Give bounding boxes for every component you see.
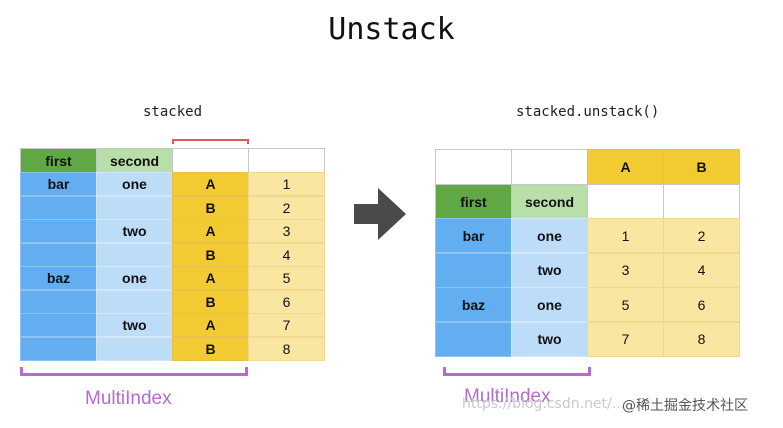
key-column-bracket: [172, 139, 249, 144]
row-first-cell: [20, 242, 97, 267]
corner-blank-2: [511, 149, 588, 185]
row-first-cell: [20, 313, 97, 337]
header-key-blank: [172, 148, 249, 173]
row-key-cell: A: [172, 219, 249, 243]
row-second-cell: one: [511, 218, 588, 253]
index-header-first: first: [435, 184, 512, 219]
header-first: first: [20, 148, 97, 173]
page-title: Unstack: [328, 12, 455, 47]
row-second-cell: [96, 336, 173, 361]
row-first-cell: [435, 252, 512, 288]
row-first-cell: baz: [20, 266, 97, 290]
watermark-url: https://blog.csdn.net/...: [462, 396, 626, 412]
row-first-cell: [20, 289, 97, 314]
multiindex-label-left: MultiIndex: [85, 388, 172, 409]
row-key-cell: A: [172, 313, 249, 337]
row-first-cell: bar: [435, 218, 512, 253]
row-second-cell: one: [96, 266, 173, 290]
column-header-a: A: [587, 149, 664, 185]
row-value-cell: 4: [248, 242, 325, 267]
row-first-cell: [20, 336, 97, 361]
header-second: second: [96, 148, 173, 173]
row-b-value-cell: 8: [663, 321, 740, 357]
multiindex-bracket-left: [20, 367, 248, 376]
values-blank-a: [587, 184, 664, 219]
row-second-cell: two: [511, 321, 588, 357]
multiindex-bracket-right: [443, 367, 591, 376]
row-key-cell: B: [172, 289, 249, 314]
corner-blank-1: [435, 149, 512, 185]
row-value-cell: 7: [248, 313, 325, 337]
row-b-value-cell: 2: [663, 218, 740, 253]
row-value-cell: 8: [248, 336, 325, 361]
row-a-value-cell: 5: [587, 287, 664, 322]
row-value-cell: 6: [248, 289, 325, 314]
row-b-value-cell: 4: [663, 252, 740, 288]
row-value-cell: 5: [248, 266, 325, 290]
row-key-cell: B: [172, 195, 249, 220]
row-first-cell: bar: [20, 172, 97, 196]
row-second-cell: [96, 289, 173, 314]
row-value-cell: 2: [248, 195, 325, 220]
row-second-cell: one: [96, 172, 173, 196]
row-a-value-cell: 7: [587, 321, 664, 357]
row-a-value-cell: 1: [587, 218, 664, 253]
multiindex-label-right: MultiIndex: [464, 386, 551, 407]
header-value-blank: [248, 148, 325, 173]
row-second-cell: one: [511, 287, 588, 322]
row-key-cell: B: [172, 242, 249, 267]
row-value-cell: 1: [248, 172, 325, 196]
row-b-value-cell: 6: [663, 287, 740, 322]
row-key-cell: B: [172, 336, 249, 361]
row-first-cell: [435, 321, 512, 357]
row-second-cell: [96, 242, 173, 267]
stacked-caption: stacked: [143, 104, 203, 120]
column-header-b: B: [663, 149, 740, 185]
row-second-cell: [96, 195, 173, 220]
row-first-cell: baz: [435, 287, 512, 322]
index-header-second: second: [511, 184, 588, 219]
row-first-cell: [20, 195, 97, 220]
row-second-cell: two: [96, 313, 173, 337]
row-key-cell: A: [172, 172, 249, 196]
watermark-brand: @稀土掘金技术社区: [622, 398, 748, 414]
row-a-value-cell: 3: [587, 252, 664, 288]
row-key-cell: A: [172, 266, 249, 290]
unstacked-caption: stacked.unstack(): [516, 104, 660, 120]
row-value-cell: 3: [248, 219, 325, 243]
row-second-cell: two: [511, 252, 588, 288]
values-blank-b: [663, 184, 740, 219]
row-first-cell: [20, 219, 97, 243]
row-second-cell: two: [96, 219, 173, 243]
right-arrow-icon: [354, 188, 406, 240]
